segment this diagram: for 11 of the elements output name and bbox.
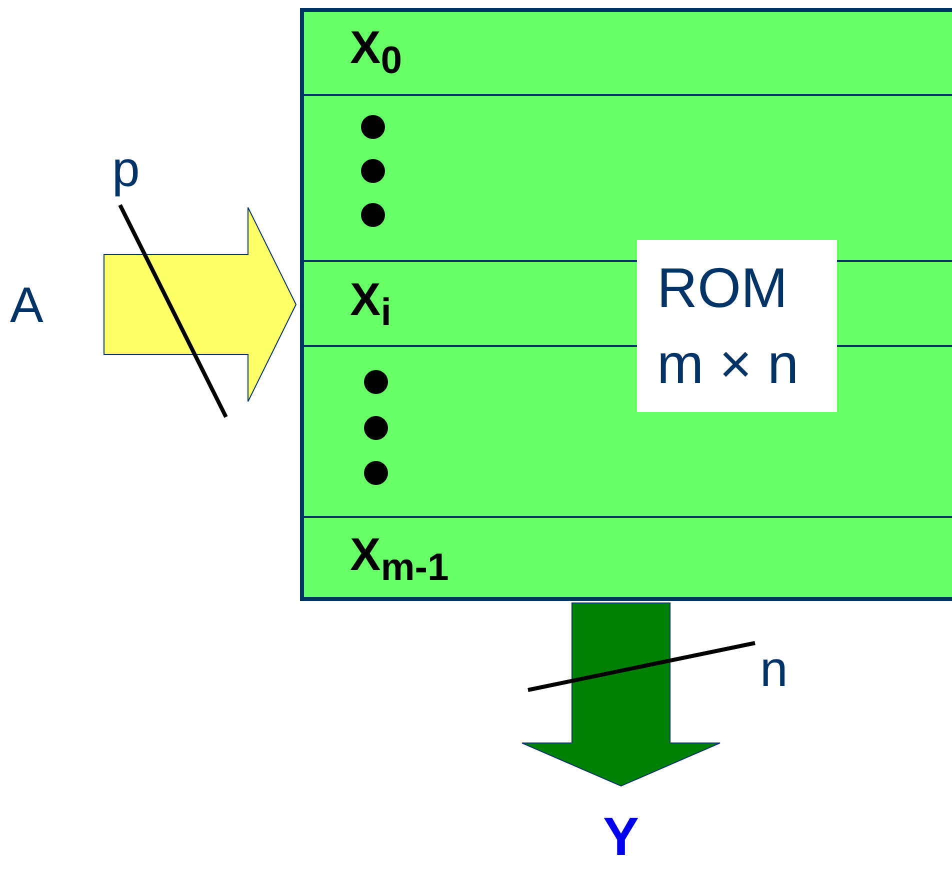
- input-label: A: [10, 265, 100, 345]
- block-arrow: [522, 602, 720, 787]
- output-label: Y: [586, 790, 656, 884]
- rom-label: ROM m × n: [637, 240, 837, 412]
- edge-label: n: [760, 640, 788, 698]
- memory-word-row: X$_{0}$: [300, 8, 500, 95]
- memory-word-row: X$_{m-1}$: [300, 517, 500, 601]
- memory-word-row: X$_{i}$: [300, 261, 500, 346]
- block-arrow: [104, 207, 297, 402]
- memory-block: [300, 8, 952, 601]
- edge-label: p: [112, 140, 140, 198]
